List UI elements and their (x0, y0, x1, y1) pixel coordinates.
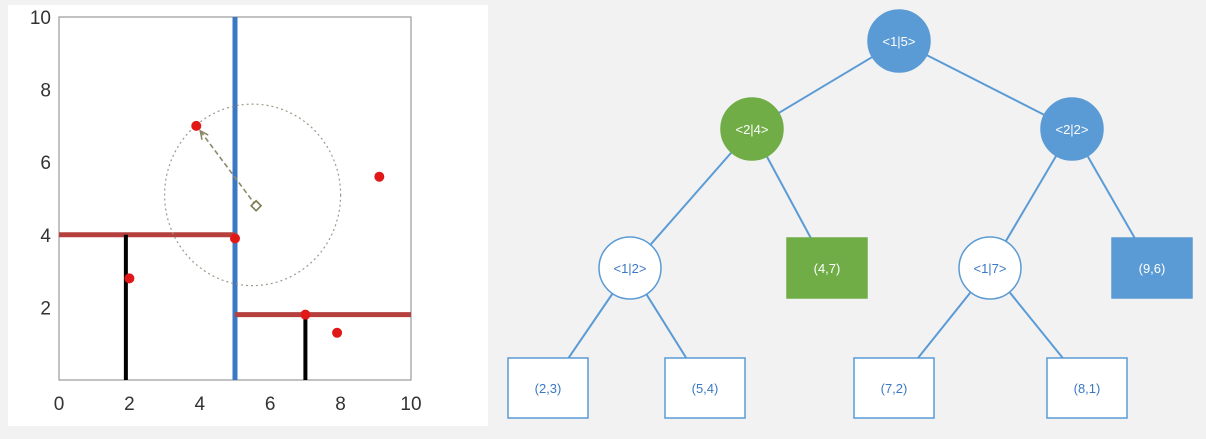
leaf-node (664, 357, 746, 419)
leaf-node (1111, 237, 1193, 299)
split-node (958, 236, 1022, 300)
node-label: (5,4) (692, 381, 719, 396)
arrow-head (199, 129, 209, 140)
x-tick-label: 8 (335, 394, 346, 415)
data-point (374, 171, 385, 182)
x-tick-label: 6 (265, 394, 276, 415)
leaf-node (853, 357, 935, 419)
node-label: (4,7) (814, 261, 841, 276)
kd-partition-plot: 0 2 4 6 8 10 2 4 6 8 10 (8, 5, 488, 426)
node-label: <2|2> (1055, 122, 1088, 137)
data-point (332, 327, 343, 338)
split-node (598, 236, 662, 300)
search-circle (164, 103, 342, 287)
y-tick-label: 4 (40, 226, 51, 247)
data-point (124, 273, 135, 284)
node-label: (2,3) (535, 381, 562, 396)
node-label: <2|4> (735, 122, 768, 137)
split-node (1040, 97, 1104, 161)
y-tick-label: 6 (40, 153, 51, 174)
x-tick-label: 0 (54, 394, 65, 415)
kd-tree-diagram: <1|5> <2|4> <2|2> <1|2> (4,7) <1|7> (9,6) (2,3)… (507, 9, 1193, 419)
query-point (250, 199, 263, 212)
x-tick-label: 10 (400, 394, 421, 415)
leaf-node (1046, 357, 1128, 419)
data-point (300, 309, 311, 320)
data-point (191, 120, 202, 131)
split-node (867, 9, 931, 73)
plot-background (8, 5, 488, 426)
leaf-node (507, 357, 589, 419)
x-tick-label: 2 (124, 394, 135, 415)
node-label: <1|7> (973, 261, 1006, 276)
y-tick-label: 8 (40, 81, 51, 102)
x-tick-label: 4 (195, 394, 206, 415)
node-label: (8,1) (1074, 381, 1101, 396)
tree-edge (898, 40, 1073, 130)
y-tick-label: 2 (40, 298, 51, 319)
y-tick-label: 10 (30, 8, 51, 29)
data-point (230, 233, 240, 244)
leaf-node (786, 237, 868, 299)
node-label: (7,2) (881, 381, 908, 396)
node-label: <1|2> (613, 261, 646, 276)
node-label: (9,6) (1139, 261, 1166, 276)
split-node (720, 97, 784, 161)
node-label: <1|5> (882, 34, 915, 49)
